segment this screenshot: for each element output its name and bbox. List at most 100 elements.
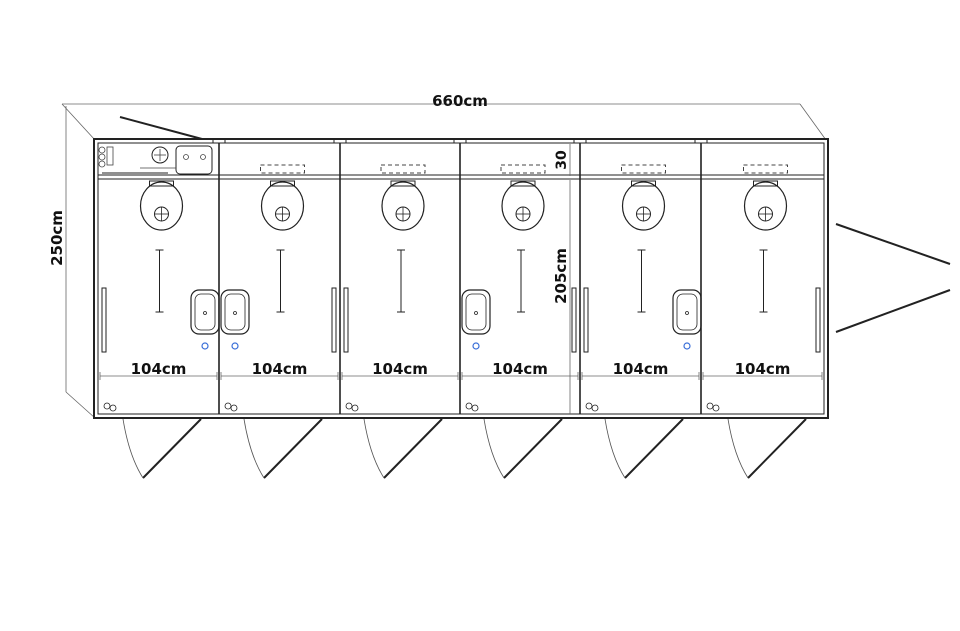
- overall-depth-dimension: 250cm: [48, 106, 96, 419]
- cabin-width-label: 104cm: [613, 360, 669, 378]
- door-leaf: [747, 418, 807, 479]
- fitting-circle: [345, 402, 353, 410]
- door-arc: [243, 418, 265, 479]
- door-swing: [363, 418, 443, 479]
- tap-icon: [231, 342, 239, 350]
- door-lock: [583, 287, 589, 353]
- overall-width-dimension: 660cm: [61, 92, 827, 141]
- overall-depth-label: 250cm: [48, 210, 66, 266]
- service-corridor-label: 30: [554, 150, 570, 170]
- door-leaf: [503, 418, 563, 479]
- basin-inner: [224, 293, 246, 331]
- cistern: [260, 164, 305, 174]
- cabin-width-dimension: 104cm: [341, 360, 459, 380]
- washbasin-icon: [461, 289, 491, 350]
- cabin: 104cm: [581, 164, 702, 479]
- door-lock: [331, 287, 337, 353]
- door-lock: [815, 287, 821, 353]
- cabin-width-label: 104cm: [252, 360, 308, 378]
- door-swing: [604, 418, 684, 479]
- cabin-width-label: 104cm: [492, 360, 548, 378]
- basin-drain: [685, 311, 689, 315]
- cabin-width-label: 104cm: [735, 360, 791, 378]
- fitting-circle: [585, 402, 593, 410]
- floor-fitting-icon: [224, 402, 238, 412]
- toilet-bowl: [260, 181, 305, 231]
- toilet-icon: [381, 180, 425, 231]
- door-arc: [122, 418, 144, 479]
- water-tank-icon: [151, 146, 169, 164]
- washbasin-icon: [220, 289, 250, 350]
- toilet-icon: [260, 180, 305, 231]
- cabin: 104cm: [220, 164, 339, 479]
- toilet-icon: [139, 180, 184, 231]
- door-arc: [363, 418, 385, 479]
- floor-rail: [276, 249, 285, 313]
- door-leaf: [383, 418, 443, 479]
- fitting-circle: [712, 404, 720, 412]
- fitting-circle: [103, 402, 111, 410]
- door-arc: [604, 418, 626, 479]
- cabin-width-dimension: 104cm: [461, 360, 579, 380]
- fitting-circle: [465, 402, 473, 410]
- toilet-bowl: [621, 181, 666, 231]
- floor-fitting-icon: [345, 402, 359, 412]
- basin-outer: [190, 289, 220, 335]
- drawbar: [835, 223, 951, 333]
- overall-width-label: 660cm: [432, 92, 488, 110]
- cabin-depth-label: 205cm: [552, 248, 570, 304]
- toilet-icon: [501, 180, 545, 231]
- door-arc: [483, 418, 505, 479]
- fitting-circle: [471, 404, 479, 412]
- service-corridor-dimension: 30: [554, 144, 571, 176]
- door-swing: [483, 418, 563, 479]
- tap-icon: [472, 342, 480, 350]
- toilet-bowl: [743, 181, 788, 231]
- door-lock: [343, 287, 349, 353]
- cabin-width-dimension: 104cm: [702, 360, 823, 380]
- tap-icon: [201, 342, 209, 350]
- basin-outer: [461, 289, 491, 335]
- fitting-circle: [230, 404, 238, 412]
- door-swing: [122, 418, 202, 479]
- cabin-width-dimension: 104cm: [581, 360, 700, 380]
- service-fittings: [98, 145, 213, 175]
- washbasin-icon: [672, 289, 702, 350]
- door-arc: [727, 418, 749, 479]
- floor-fitting-icon: [465, 402, 479, 412]
- floor-fitting-icon: [585, 402, 599, 412]
- cabin: 104cm: [99, 172, 220, 479]
- cabin-width-dimension: 104cm: [220, 360, 339, 380]
- cabin-width-label: 104cm: [372, 360, 428, 378]
- cabins: 104cm 104cm 104cm 104cm 104cm 104cm: [99, 139, 823, 479]
- toilet-icon: [743, 180, 788, 231]
- door-swing: [243, 418, 323, 479]
- basin-drain: [233, 311, 237, 315]
- floor-rail: [637, 249, 646, 313]
- floor-rail: [397, 249, 405, 313]
- fitting-circle: [351, 404, 359, 412]
- cistern: [500, 164, 546, 174]
- toilet-bowl: [501, 181, 545, 231]
- pump-unit-icon: [175, 145, 213, 175]
- toilet-icon: [621, 180, 666, 231]
- floor-rail: [517, 249, 525, 313]
- cistern: [380, 164, 426, 174]
- door-leaf: [624, 418, 684, 479]
- roof-hatch: [119, 116, 203, 140]
- basin-drain: [203, 311, 207, 315]
- fitting-circle: [224, 402, 232, 410]
- basin-inner: [676, 293, 698, 331]
- floor-fitting-icon: [706, 402, 720, 412]
- cabin-width-label: 104cm: [131, 360, 187, 378]
- cabin-width-dimension: 104cm: [99, 360, 218, 380]
- door-lock: [101, 287, 107, 353]
- tap-icon: [683, 342, 691, 350]
- door-swing: [727, 418, 807, 479]
- door-leaf: [263, 418, 323, 479]
- door-leaf: [142, 418, 202, 479]
- floor-fitting-icon: [103, 402, 117, 412]
- toilet-bowl: [139, 181, 184, 231]
- cistern: [621, 164, 666, 174]
